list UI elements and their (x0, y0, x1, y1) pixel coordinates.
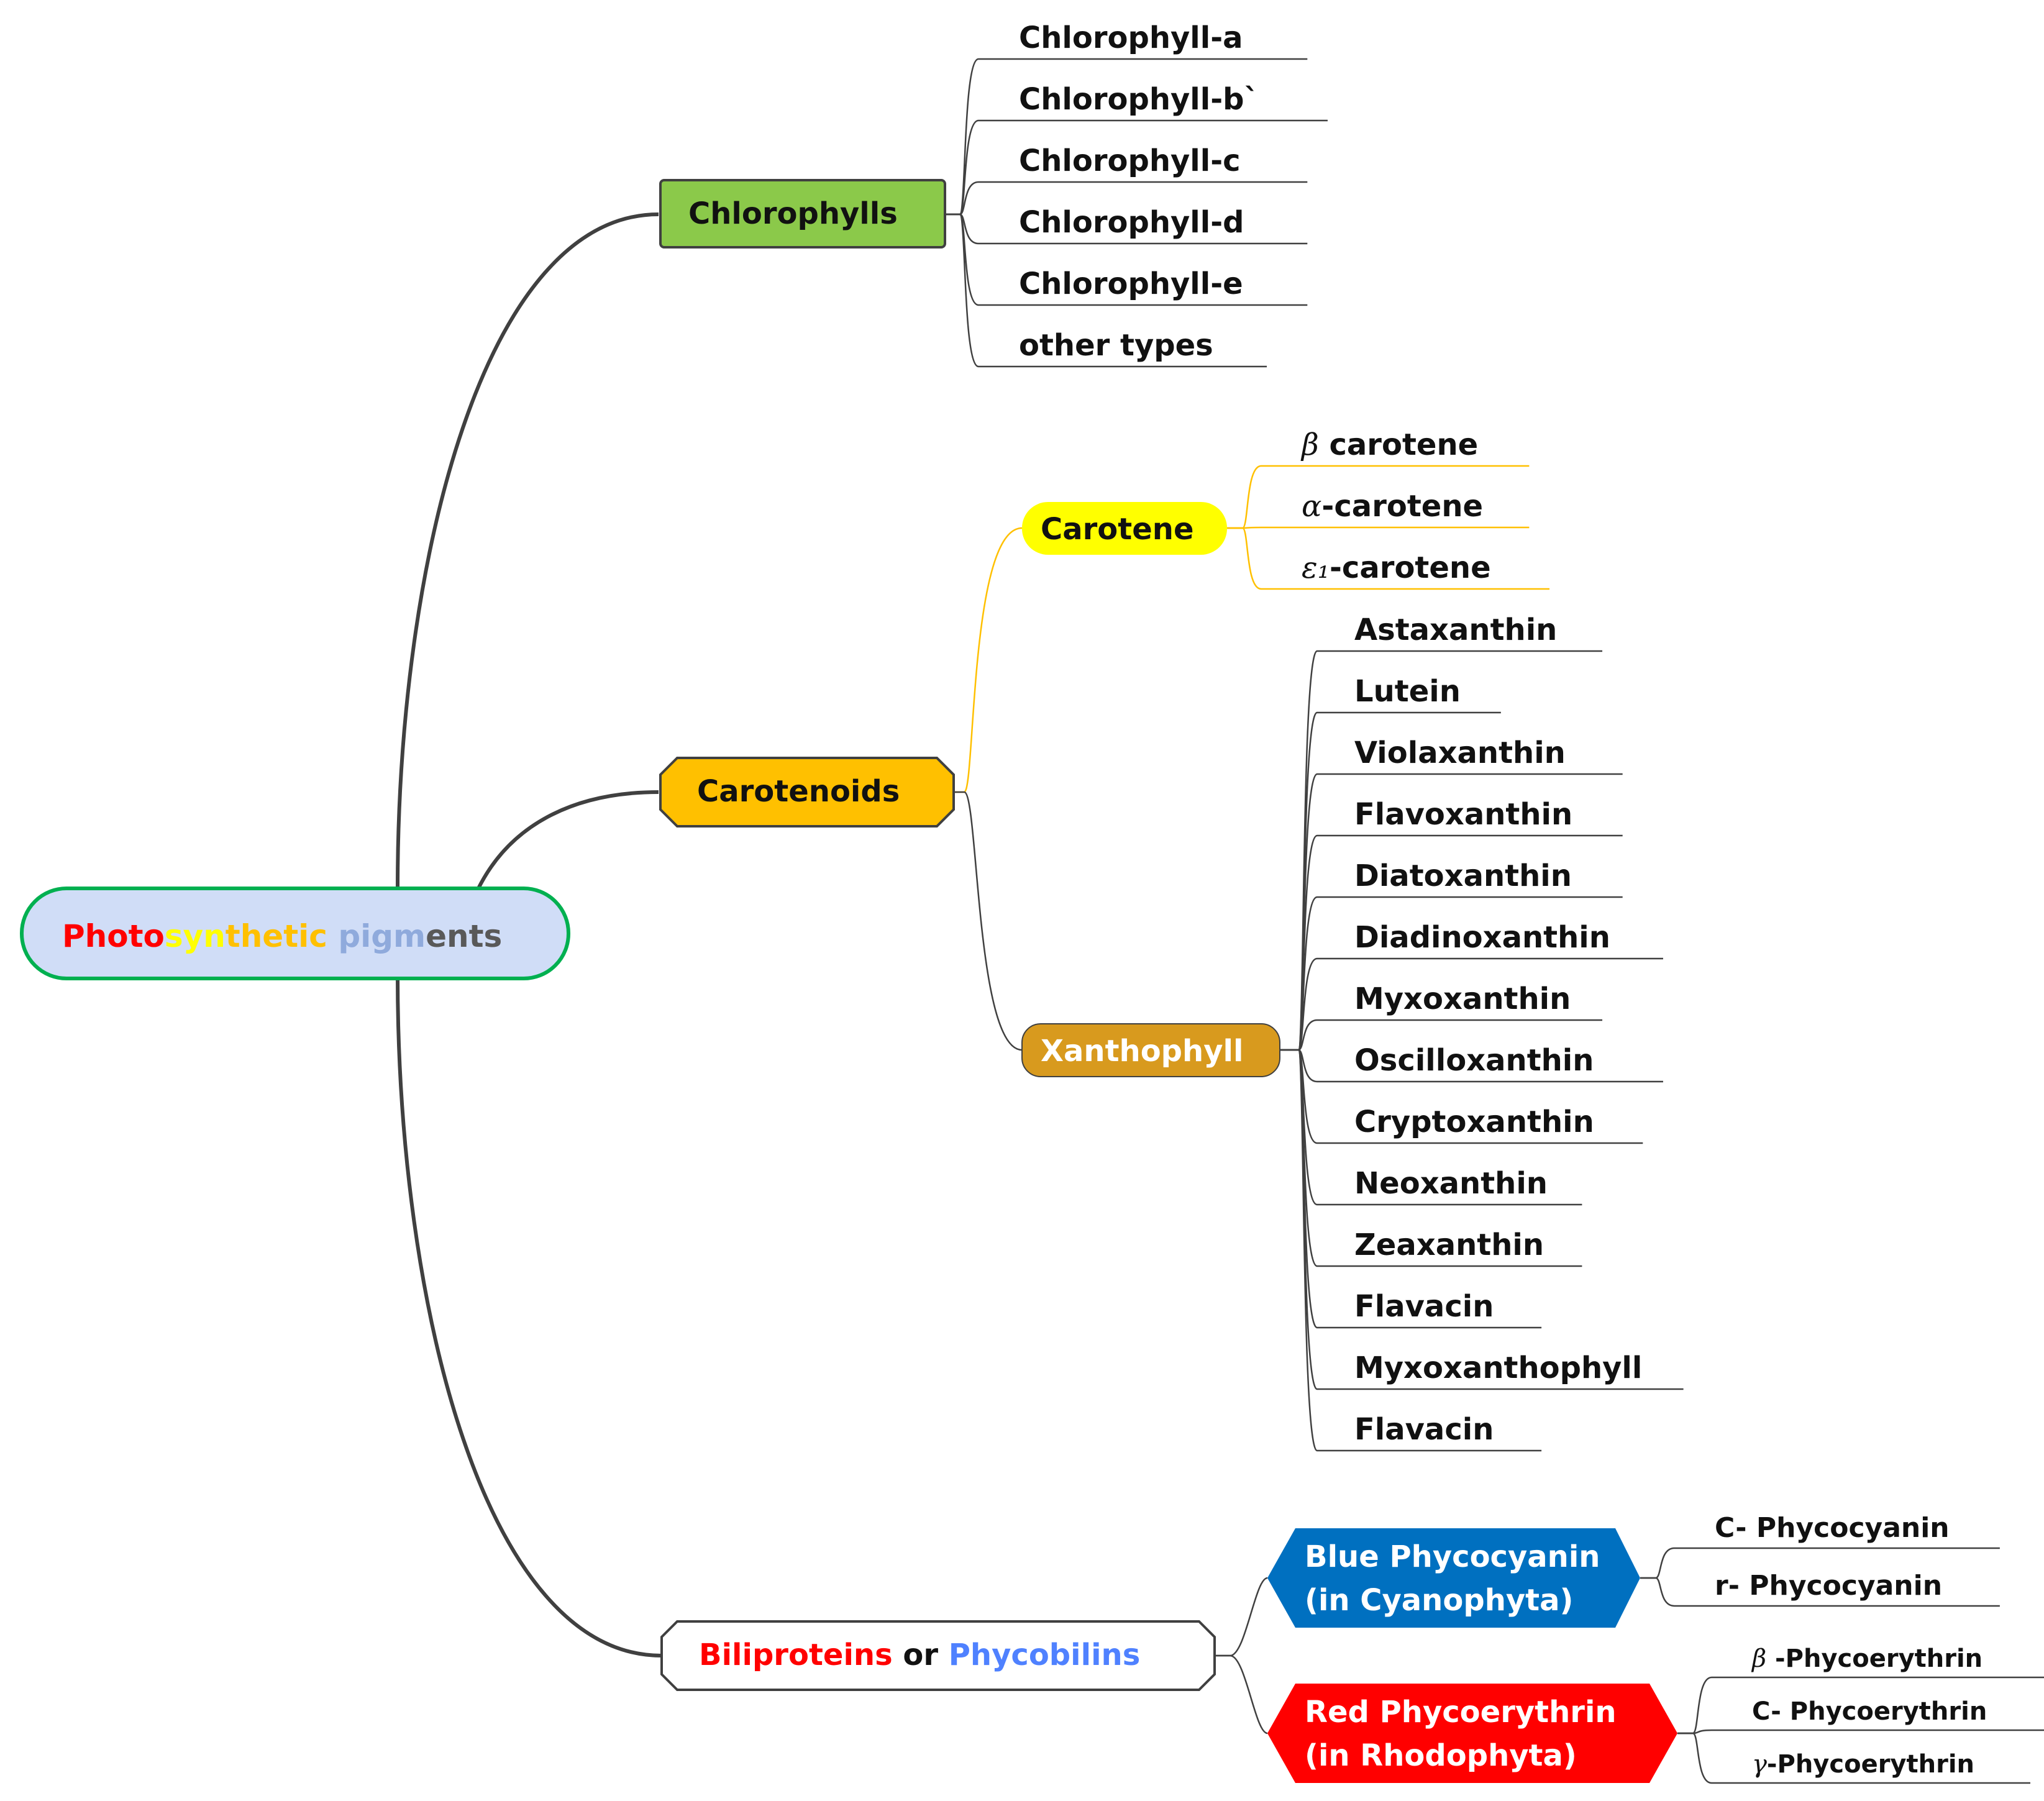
biliproteins-node[interactable] (660, 1620, 1216, 1691)
xanthophyll-item[interactable]: Cryptoxanthin (1354, 1105, 1594, 1139)
xanthophyll-item[interactable]: Violaxanthin (1354, 736, 1566, 770)
xanthophyll-item-connector (1280, 1049, 1542, 1452)
connector-biliproteins (396, 975, 662, 1657)
connector-carotene (954, 527, 1023, 793)
chlorophyll-item[interactable]: other types (1019, 328, 1213, 363)
carotene-item[interactable]: ε₁-carotene (1302, 553, 1491, 583)
chlorophyll-item[interactable]: Chlorophyll-b` (1019, 82, 1259, 117)
xanthophyll-item[interactable]: Lutein (1354, 674, 1461, 709)
connector-chlorophylls (396, 212, 659, 889)
phycoerythrin-item-connector (1677, 1732, 2030, 1784)
xanthophyll-item[interactable]: Myxoxanthophyll (1354, 1351, 1643, 1385)
phycocyanin-item-connector (1640, 1577, 2000, 1607)
carotene-item-symbol: α (1302, 489, 1322, 524)
root-label: Photosynthetic pigments (62, 918, 502, 954)
carotene-item-text: -carotene (1330, 550, 1491, 585)
root-label-segment (327, 918, 338, 954)
root-label-segment: thetic (225, 918, 327, 954)
phycoerythrin-item[interactable]: C- Phycoerythrin (1752, 1699, 1987, 1724)
chlorophylls-label: Chlorophylls (688, 196, 898, 231)
root-label-segment: syn (164, 918, 226, 954)
phycocyanin-item[interactable]: C- Phycocyanin (1715, 1512, 1950, 1544)
connector-xanthophyll (954, 791, 1023, 1051)
phycocyanin-item[interactable]: r- Phycocyanin (1715, 1570, 1943, 1602)
carotene-node[interactable] (1022, 502, 1227, 555)
xanthophyll-item[interactable]: Myxoxanthin (1354, 982, 1571, 1016)
phycocyanin-connectors (1640, 1547, 2000, 1607)
phycoerythrin-item-text: -Phycoerythrin (1766, 1750, 1975, 1779)
connector-red-phycoerythrin (1215, 1654, 1268, 1735)
chlorophyll-item[interactable]: Chlorophyll-c (1019, 144, 1241, 178)
carotene-item[interactable]: β carotene (1302, 430, 1478, 460)
red-phycoerythrin-line1: Red Phycoerythrin (1305, 1695, 1617, 1730)
xanthophyll-item[interactable]: Neoxanthin (1354, 1166, 1548, 1201)
root-node[interactable] (20, 887, 570, 980)
xanthophyll-item[interactable]: Flavacin (1354, 1412, 1494, 1447)
phycoerythrin-item-symbol: β (1752, 1644, 1767, 1673)
red-phycoerythrin-node[interactable] (1267, 1684, 1677, 1783)
biliprotein-connectors (1215, 1577, 1268, 1735)
root-connectors (396, 212, 662, 1657)
carotenoid-connectors (954, 527, 1023, 1051)
root-label-segment: ents (426, 918, 503, 954)
carotene-item-symbol: β (1302, 427, 1319, 462)
phycoerythrin-item-connector (1677, 1729, 2044, 1735)
carotene-item-connector (1227, 527, 1550, 590)
chlorophyll-item[interactable]: Chlorophyll-d (1019, 205, 1244, 240)
root-label-segment: pigm (338, 918, 426, 954)
or-text: or (892, 1638, 949, 1672)
phycoerythrin-item-text: C- Phycoerythrin (1752, 1697, 1987, 1726)
phycoerythrin-item-text: -Phycoerythrin (1766, 1644, 1983, 1673)
phycoerythrin-item[interactable]: γ-Phycoerythrin (1752, 1752, 1974, 1777)
chlorophyll-item[interactable]: Chlorophyll-e (1019, 267, 1243, 301)
xanthophyll-item-connector (1280, 1049, 1684, 1390)
blue-phycocyanin-line2: (in Cyanophyta) (1305, 1582, 1574, 1618)
xanthophyll-item[interactable]: Diatoxanthin (1354, 859, 1572, 893)
red-phycoerythrin-line2: (in Rhodophyta) (1305, 1738, 1577, 1773)
chlorophyll-item[interactable]: Chlorophyll-a (1019, 21, 1243, 55)
chlorophyll-connectors (945, 58, 1328, 368)
carotenoids-node[interactable] (659, 757, 955, 828)
chlorophylls-node[interactable] (659, 179, 946, 248)
carotene-item-connector (1227, 465, 1530, 529)
phycoerythrin-connectors (1677, 1676, 2044, 1784)
phycoerythrin-item-symbol: γ (1752, 1750, 1767, 1779)
carotenoids-label: Carotenoids (697, 774, 900, 809)
connector-carotenoids (477, 790, 659, 890)
xanthophyll-item[interactable]: Astaxanthin (1354, 613, 1558, 647)
carotene-item[interactable]: α-carotene (1302, 491, 1483, 521)
root-label-segment: Photo (62, 918, 165, 954)
xanthophyll-label: Xanthophyll (1041, 1034, 1244, 1069)
xanthophyll-item[interactable]: Zeaxanthin (1354, 1228, 1544, 1262)
blue-phycocyanin-line1: Blue Phycocyanin (1305, 1539, 1600, 1574)
blue-phycocyanin-node[interactable] (1267, 1528, 1640, 1628)
carotene-connectors (1227, 465, 1550, 590)
carotene-item-text: carotene (1318, 427, 1479, 462)
biliproteins-label: Biliproteins or Phycobilins (699, 1640, 1140, 1670)
chlorophyll-item-connector (945, 213, 1267, 368)
phycoerythrin-item[interactable]: β -Phycoerythrin (1752, 1646, 1982, 1671)
carotene-item-symbol: ε₁ (1302, 550, 1330, 585)
xanthophyll-item[interactable]: Oscilloxanthin (1354, 1043, 1594, 1078)
carotene-label: Carotene (1041, 512, 1194, 547)
xanthophyll-item[interactable]: Flavacin (1354, 1289, 1494, 1324)
biliproteins-text: Biliproteins (699, 1638, 893, 1672)
red-phycoerythrin-label: Red Phycoerythrin (in Rhodophyta) (1305, 1691, 1617, 1777)
carotene-item-connector (1227, 526, 1530, 529)
connector-blue-phycocyanin (1215, 1577, 1268, 1657)
xanthophyll-connectors (1280, 650, 1684, 1452)
xanthophyll-item[interactable]: Diadinoxanthin (1354, 920, 1610, 955)
blue-phycocyanin-label: Blue Phycocyanin (in Cyanophyta) (1305, 1536, 1600, 1622)
phycobilins-text: Phycobilins (948, 1638, 1141, 1672)
carotene-item-text: -carotene (1321, 489, 1484, 524)
xanthophyll-item[interactable]: Flavoxanthin (1354, 797, 1573, 832)
xanthophyll-node[interactable] (1021, 1023, 1280, 1077)
